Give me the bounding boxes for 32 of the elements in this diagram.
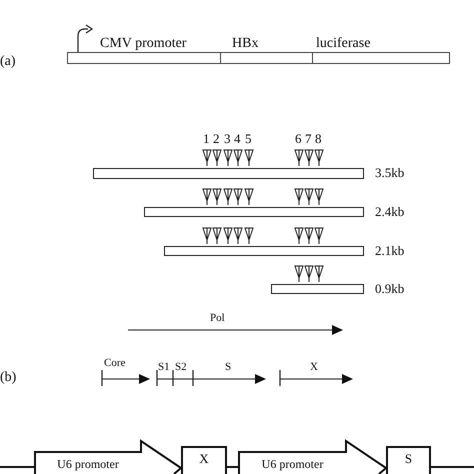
target-label: S [404, 452, 412, 466]
size-label: 3.5kb [375, 166, 404, 180]
segment-label: luciferase [316, 36, 370, 52]
target-box [386, 446, 431, 474]
gene-label: Pol [210, 313, 225, 324]
connector-line [431, 466, 474, 468]
connector-line [0, 466, 35, 468]
size-label: 2.1kb [375, 244, 404, 258]
promoter-label: U6 promoter [56, 458, 120, 471]
panel-label: (a) [0, 55, 16, 69]
segment-label: CMV promoter [100, 36, 186, 52]
gene-label: Core [104, 358, 126, 369]
site-number: 1 [203, 132, 210, 145]
promoter-label: U6 promoter [260, 458, 324, 471]
panel-label: (b) [0, 371, 16, 385]
site-number: 4 [234, 132, 240, 145]
size-label: 0.9kb [375, 282, 404, 296]
target-box [181, 446, 227, 474]
site-number: 7 [305, 132, 312, 145]
site-number: 2 [213, 132, 220, 145]
site-number: 3 [224, 132, 230, 145]
gene-label: S2 [175, 362, 187, 373]
connector-line [227, 466, 239, 468]
gene-label: S1 [158, 362, 170, 373]
gene-label: X [310, 362, 318, 373]
site-number: 8 [315, 132, 322, 145]
target-label: X [199, 452, 209, 466]
site-number: 6 [295, 132, 302, 145]
site-number: 5 [245, 132, 252, 145]
gene-label: S [225, 362, 232, 373]
size-label: 2.4kb [375, 205, 404, 219]
segment-label: HBx [232, 36, 258, 52]
